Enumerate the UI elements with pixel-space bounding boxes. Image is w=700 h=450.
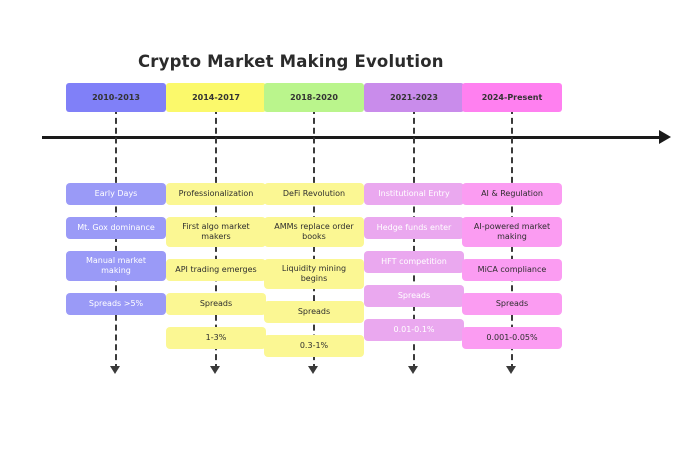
era-item-box[interactable]: AI-powered market making <box>462 217 562 247</box>
era-item-box[interactable]: Institutional Entry <box>364 183 464 205</box>
era-item-box[interactable]: Mt. Gox dominance <box>66 217 166 239</box>
era-item-box[interactable]: HFT competition <box>364 251 464 273</box>
era-item-box[interactable]: Spreads <box>166 293 266 315</box>
era-item-box[interactable]: Hedge funds enter <box>364 217 464 239</box>
page-title: Crypto Market Making Evolution <box>138 52 444 71</box>
era-item-box[interactable]: Manual market making <box>66 251 166 281</box>
era-item-box[interactable]: 1-3% <box>166 327 266 349</box>
era-header[interactable]: 2014-2017 <box>166 83 266 112</box>
connector-arrow-icon <box>110 366 120 374</box>
era-item-box[interactable]: Liquidity mining begins <box>264 259 364 289</box>
era-item-box[interactable]: MiCA compliance <box>462 259 562 281</box>
era-item-box[interactable]: API trading emerges <box>166 259 266 281</box>
era-item-box[interactable]: Early Days <box>66 183 166 205</box>
connector-arrow-icon <box>210 366 220 374</box>
connector-arrow-icon <box>308 366 318 374</box>
era-item-box[interactable]: DeFi Revolution <box>264 183 364 205</box>
era-header[interactable]: 2021-2023 <box>364 83 464 112</box>
timeline-arrow-icon <box>659 130 671 144</box>
era-item-box[interactable]: 0.001-0.05% <box>462 327 562 349</box>
connector-arrow-icon <box>506 366 516 374</box>
era-header[interactable]: 2018-2020 <box>264 83 364 112</box>
era-header[interactable]: 2024-Present <box>462 83 562 112</box>
era-item-box[interactable]: Spreads >5% <box>66 293 166 315</box>
timeline-axis-line <box>42 136 662 139</box>
era-item-box[interactable]: First algo market makers <box>166 217 266 247</box>
connector-arrow-icon <box>408 366 418 374</box>
era-header[interactable]: 2010-2013 <box>66 83 166 112</box>
era-item-box[interactable]: Spreads <box>364 285 464 307</box>
era-item-box[interactable]: AMMs replace order books <box>264 217 364 247</box>
era-item-box[interactable]: AI & Regulation <box>462 183 562 205</box>
era-item-box[interactable]: Spreads <box>462 293 562 315</box>
era-item-box[interactable]: 0.01-0.1% <box>364 319 464 341</box>
era-item-box[interactable]: Professionalization <box>166 183 266 205</box>
era-item-box[interactable]: Spreads <box>264 301 364 323</box>
era-item-box[interactable]: 0.3-1% <box>264 335 364 357</box>
column-connector-line <box>115 108 117 370</box>
column-connector-line <box>413 108 415 370</box>
